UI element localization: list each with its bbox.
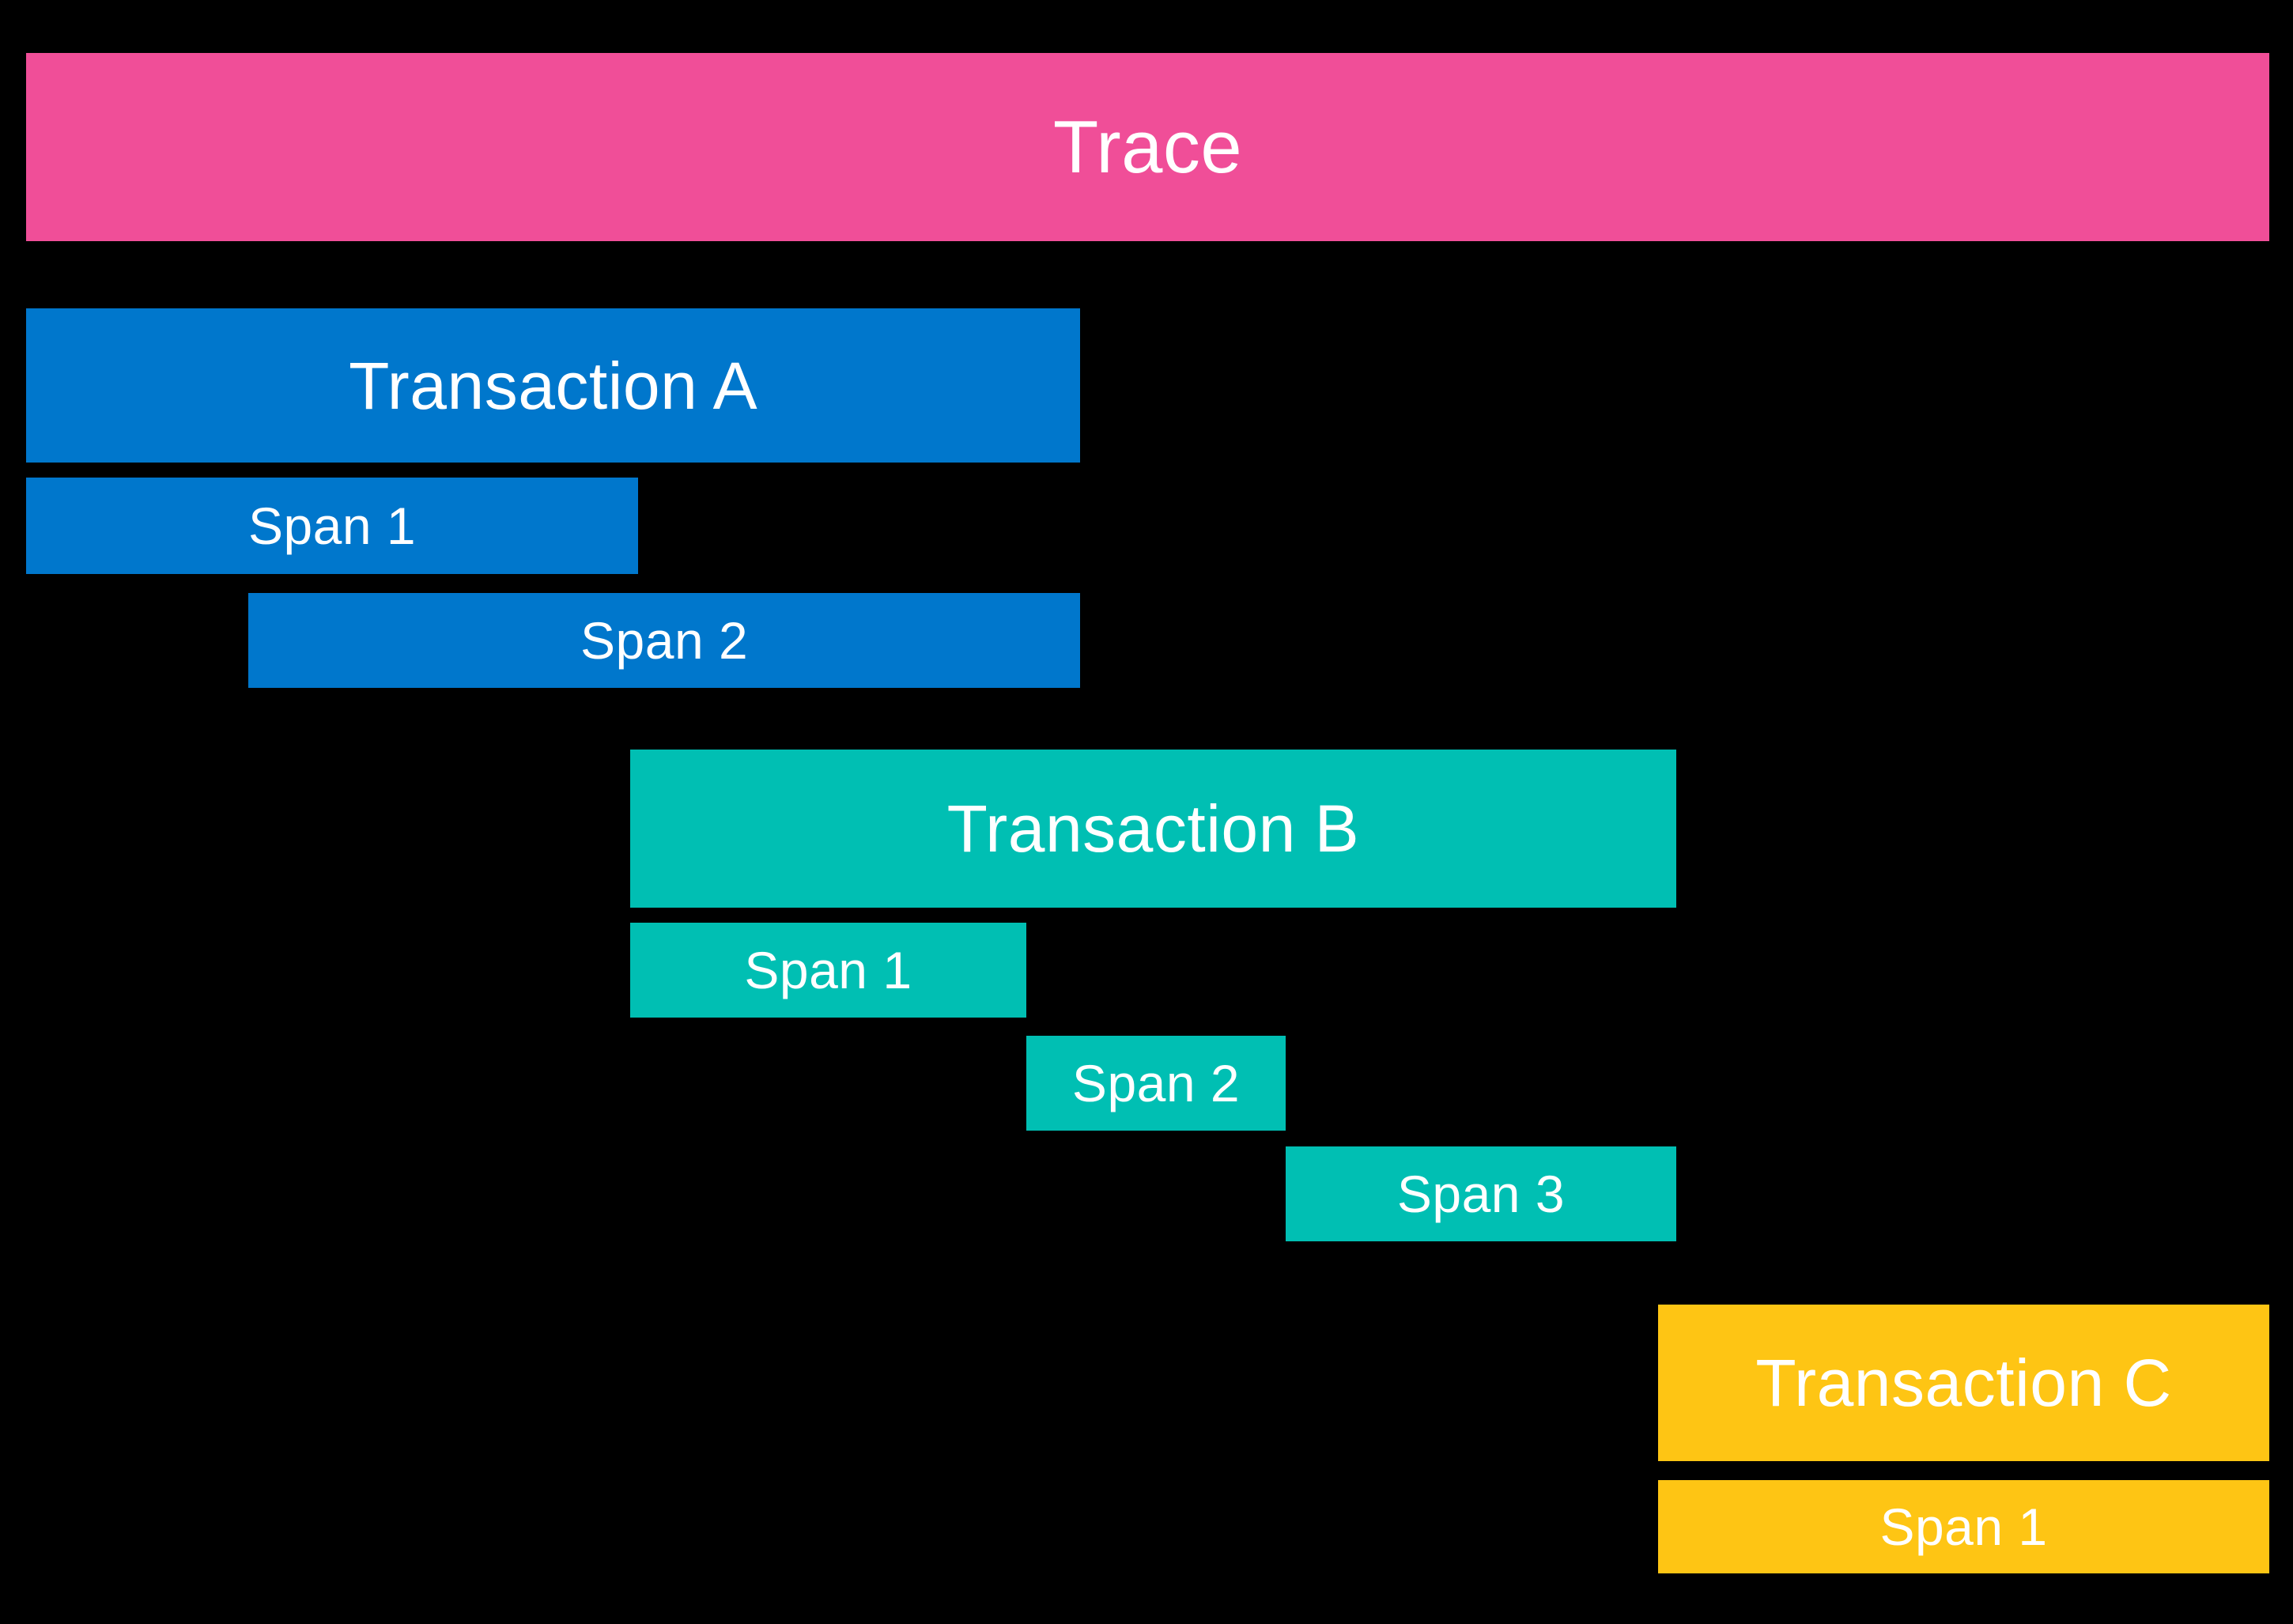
transaction-c-span-1-bar: Span 1 bbox=[1657, 1480, 2270, 1573]
transaction-b-span-3-label: Span 3 bbox=[1396, 1164, 1566, 1223]
trace-label: Trace bbox=[1052, 104, 1243, 188]
transaction-c-bar: Transaction C bbox=[1657, 1304, 2270, 1461]
transaction-b-span-2-label: Span 2 bbox=[1071, 1054, 1241, 1112]
transaction-b-label: Transaction B bbox=[946, 791, 1360, 866]
transaction-b-span-1-bar: Span 1 bbox=[629, 923, 1027, 1018]
transaction-c-span-1-label: Span 1 bbox=[1879, 1497, 2048, 1556]
transaction-a-label: Transaction A bbox=[349, 348, 758, 423]
transaction-a-span-1-bar: Span 1 bbox=[26, 478, 639, 575]
transaction-a-bar: Transaction A bbox=[26, 308, 1081, 463]
transaction-a-span-2-label: Span 2 bbox=[580, 610, 749, 670]
transaction-a-span-1-label: Span 1 bbox=[247, 497, 417, 556]
trace-bar: Trace bbox=[26, 52, 2270, 241]
transaction-b-span-3-bar: Span 3 bbox=[1286, 1146, 1676, 1241]
transaction-b-bar: Transaction B bbox=[629, 749, 1676, 908]
transaction-b-span-1-label: Span 1 bbox=[744, 941, 912, 1000]
transaction-c-label: Transaction C bbox=[1755, 1345, 2172, 1420]
transaction-b-span-2-bar: Span 2 bbox=[1026, 1036, 1286, 1131]
transaction-a-span-2-bar: Span 2 bbox=[248, 592, 1081, 688]
